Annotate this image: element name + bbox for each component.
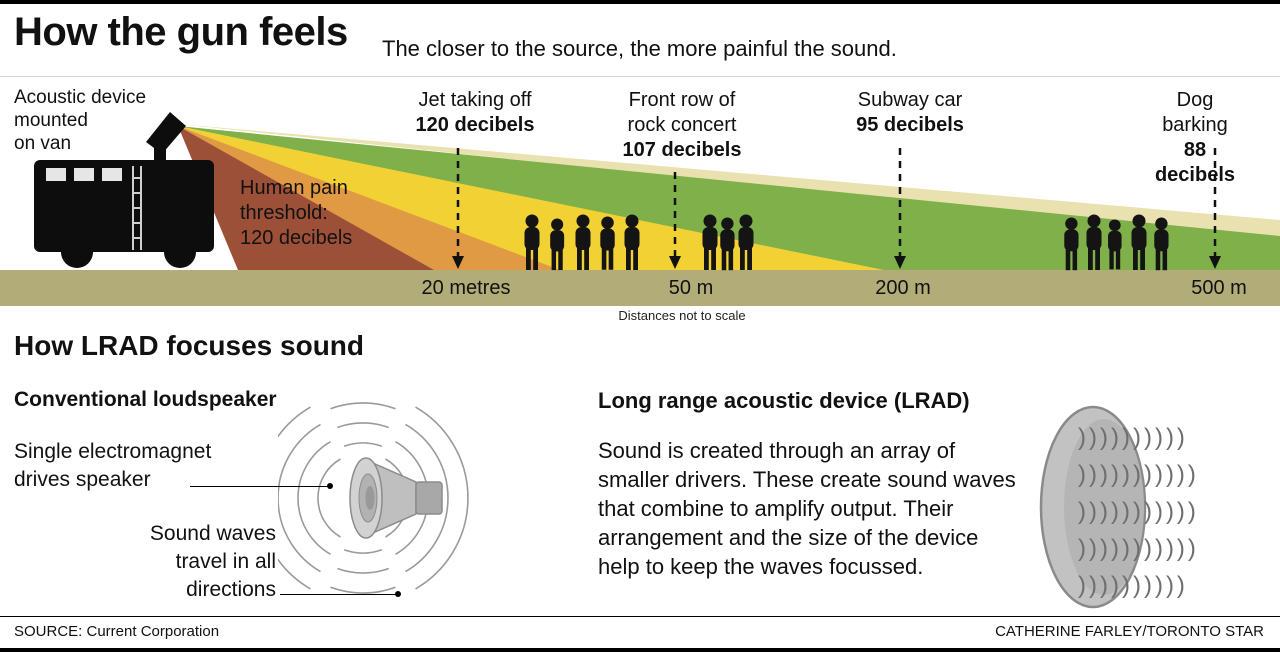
marker-subway-level: 95 decibels [856, 114, 964, 136]
lrad-heading: Long range acoustic device (LRAD) [598, 388, 970, 413]
arrowheads [452, 256, 1221, 269]
lrad-wave-row: ))))))))))) [1078, 535, 1199, 562]
top-border-rule [0, 0, 1280, 4]
beam-red [178, 126, 434, 270]
scale-footnote: Distances not to scale [618, 308, 746, 323]
page-subtitle: The closer to the source, the more painf… [382, 36, 897, 61]
lrad-description: Sound is created through an array of sma… [598, 438, 1016, 579]
section-heading: How LRAD focuses sound [14, 330, 365, 361]
marker-dog: Dog barking 88 decibels [1153, 88, 1238, 188]
marker-jet: Jet taking off 120 decibels [416, 88, 535, 138]
distance-label-200m: 200 m [875, 277, 931, 299]
marker-subway-name: Subway car [857, 89, 963, 111]
marker-concert-name: Front row of rock concert [627, 89, 737, 136]
lrad-wave-row: ))))))))))) [1078, 498, 1199, 525]
van-ladder [132, 166, 142, 250]
distance-label-500m: 500 m [1191, 277, 1247, 299]
speaker-icon [349, 457, 443, 539]
author-credit: CATHERINE FARLEY/TORONTO STAR [995, 623, 1264, 640]
loudspeaker-waves-icon [278, 402, 469, 594]
lrad-wave-row: )))))))))) [1078, 572, 1188, 599]
header-divider [0, 76, 1280, 77]
waves-pointer-dot [395, 591, 401, 597]
marker-dog-name: Dog barking [1162, 89, 1228, 136]
marker-subway: Subway car 95 decibels [856, 88, 964, 138]
footer-divider [0, 616, 1280, 617]
sound-distance-diagram [0, 112, 1280, 306]
marker-jet-level: 120 decibels [415, 114, 535, 136]
pain-threshold-label: Human pain threshold: 120 decibels [240, 177, 353, 249]
van-body [34, 160, 214, 252]
lrad-wave-row: ))))))))))) [1078, 461, 1199, 488]
lrad-dish-icon [1039, 405, 1147, 609]
ground-strip [0, 270, 1280, 306]
van-window [102, 168, 122, 181]
van-window [46, 168, 66, 181]
lrad-dish-illustration [1039, 405, 1147, 609]
marker-jet-name: Jet taking off [418, 89, 532, 111]
distance-label-20m: 20 metres [421, 277, 511, 299]
lrad-wave-row: )))))))))) [1078, 424, 1188, 451]
electromagnet-label: Single electromagnet drives speaker [14, 440, 212, 491]
page-title: How the gun feels [14, 10, 348, 54]
source-credit: SOURCE: Current Corporation [14, 623, 220, 640]
loudspeaker-illustration [278, 402, 469, 594]
distance-label-50m: 50 m [668, 277, 714, 299]
van-wheel [164, 236, 196, 268]
electromagnet-pointer-dot [327, 483, 333, 489]
marker-concert-level: 107 decibels [622, 139, 742, 161]
marker-dog-level: 88 decibels [1154, 139, 1236, 186]
beam-green [178, 126, 1280, 270]
acoustic-device-icon [146, 112, 186, 154]
waves-pointer-line [280, 594, 398, 595]
van-wheel [61, 236, 93, 268]
van-window [74, 168, 94, 181]
loudspeaker-heading: Conventional loudspeaker [14, 388, 277, 411]
bottom-border-rule [0, 648, 1280, 652]
acoustic-device-label: Acoustic device mounted on van [14, 87, 147, 154]
sound-waves-label: Sound waves travel in all directions [149, 522, 276, 601]
van-illustration [34, 112, 214, 268]
marker-concert: Front row of rock concert 107 decibels [623, 88, 742, 163]
beam-orange [178, 126, 560, 270]
sound-beam-fan [178, 124, 1280, 270]
electromagnet-pointer-line [190, 486, 330, 487]
distance-arrows [456, 148, 1217, 256]
